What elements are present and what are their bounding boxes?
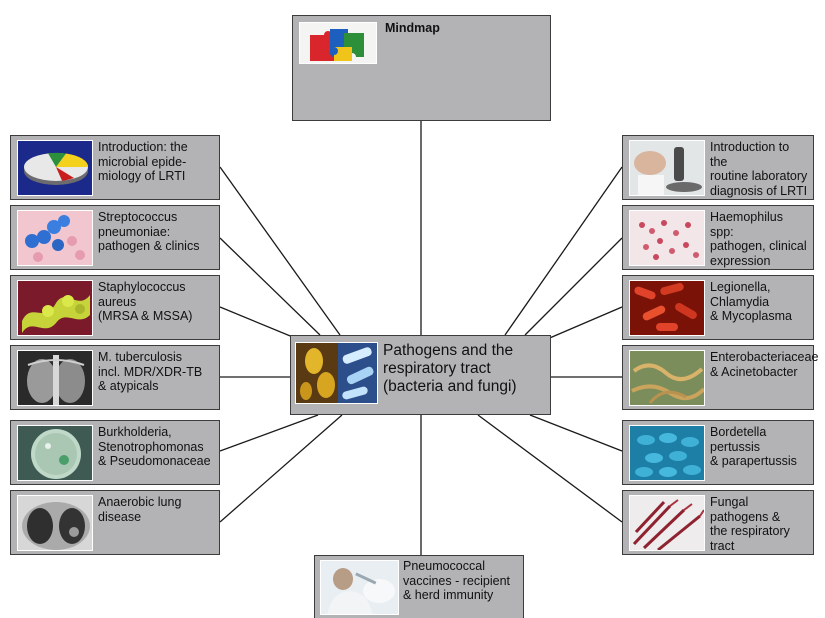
topic-label: Staphylococcus aureus (MRSA & MSSA) (98, 280, 193, 323)
pie-chart-image (17, 140, 93, 196)
topic-label: Haemophilus spp: pathogen, clinical expr… (710, 210, 807, 268)
mindmap-title-box[interactable]: Mindmap (292, 15, 551, 121)
blue-cocci-image (17, 210, 93, 266)
topic-label: Streptococcus pneumoniae: pathogen & cli… (98, 210, 200, 253)
topic-enterobacteriaceae[interactable]: Enterobacteriaceae & Acinetobacter (622, 345, 819, 410)
topic-bordetella[interactable]: Bordetella pertussis & parapertussis (622, 420, 814, 485)
puzzle-pieces-image (299, 22, 377, 64)
topic-label: Enterobacteriaceae & Acinetobacter (710, 350, 819, 379)
topic-label: M. tuberculosis incl. MDR/XDR-TB & atypi… (98, 350, 203, 393)
lung-ct-image (17, 495, 93, 551)
yellow-cluster-image (17, 280, 93, 336)
topic-label: Introduction to the routine laboratory d… (710, 140, 808, 198)
connector-line (219, 237, 321, 336)
topic-fungal[interactable]: Fungal pathogens & the respiratory tract (622, 490, 814, 555)
pink-bacilli-image (629, 210, 705, 266)
petri-dish-image (17, 425, 93, 481)
topic-streptococcus[interactable]: Streptococcus pneumoniae: pathogen & cli… (10, 205, 220, 270)
topic-legionella[interactable]: Legionella, Chlamydia & Mycoplasma (622, 275, 814, 340)
topic-label: Legionella, Chlamydia & Mycoplasma (710, 280, 792, 323)
red-rods-image (629, 280, 705, 336)
connector-line (524, 237, 623, 336)
cyan-bacteria-image (629, 425, 705, 481)
center-topic-label: Pathogens and the respiratory tract (bac… (383, 342, 517, 395)
connector-line (544, 306, 623, 341)
vaccine-image (320, 560, 399, 615)
connector-line (504, 166, 623, 336)
topic-burkholderia[interactable]: Burkholderia, Stenotrophomonas & Pseudom… (10, 420, 220, 485)
topic-label: Fungal pathogens & the respiratory tract (710, 495, 790, 553)
topic-label: Pneumococcal vaccines - recipient & herd… (403, 559, 510, 602)
chest-xray-image (17, 350, 93, 406)
connector-line (219, 414, 319, 452)
connector-line (529, 414, 623, 452)
topic-lab-diagnosis[interactable]: Introduction to the routine laboratory d… (622, 135, 814, 200)
connector-line (219, 414, 343, 523)
connector-line (219, 306, 301, 341)
topic-haemophilus[interactable]: Haemophilus spp: pathogen, clinical expr… (622, 205, 814, 270)
topic-label: Anaerobic lung disease (98, 495, 182, 524)
center-topic-box[interactable]: Pathogens and the respiratory tract (bac… (290, 335, 551, 415)
topic-anaerobic[interactable]: Anaerobic lung disease (10, 490, 220, 555)
topic-label: Burkholderia, Stenotrophomonas & Pseudom… (98, 425, 211, 468)
mindmap-title: Mindmap (385, 21, 440, 35)
connector-line (477, 414, 623, 523)
topic-label: Bordetella pertussis & parapertussis (710, 425, 797, 468)
green-filaments-image (629, 350, 705, 406)
red-hyphae-image (629, 495, 705, 551)
topic-tuberculosis[interactable]: M. tuberculosis incl. MDR/XDR-TB & atypi… (10, 345, 220, 410)
topic-label: Introduction: the microbial epide- miolo… (98, 140, 188, 183)
topic-lrti-epidemiology[interactable]: Introduction: the microbial epide- miolo… (10, 135, 220, 200)
bacteria-collage-image (295, 342, 378, 404)
topic-pneumococcal-vaccines[interactable]: Pneumococcal vaccines - recipient & herd… (314, 555, 524, 618)
connector-line (219, 166, 341, 336)
topic-staphylococcus[interactable]: Staphylococcus aureus (MRSA & MSSA) (10, 275, 220, 340)
microscope-image (629, 140, 705, 196)
